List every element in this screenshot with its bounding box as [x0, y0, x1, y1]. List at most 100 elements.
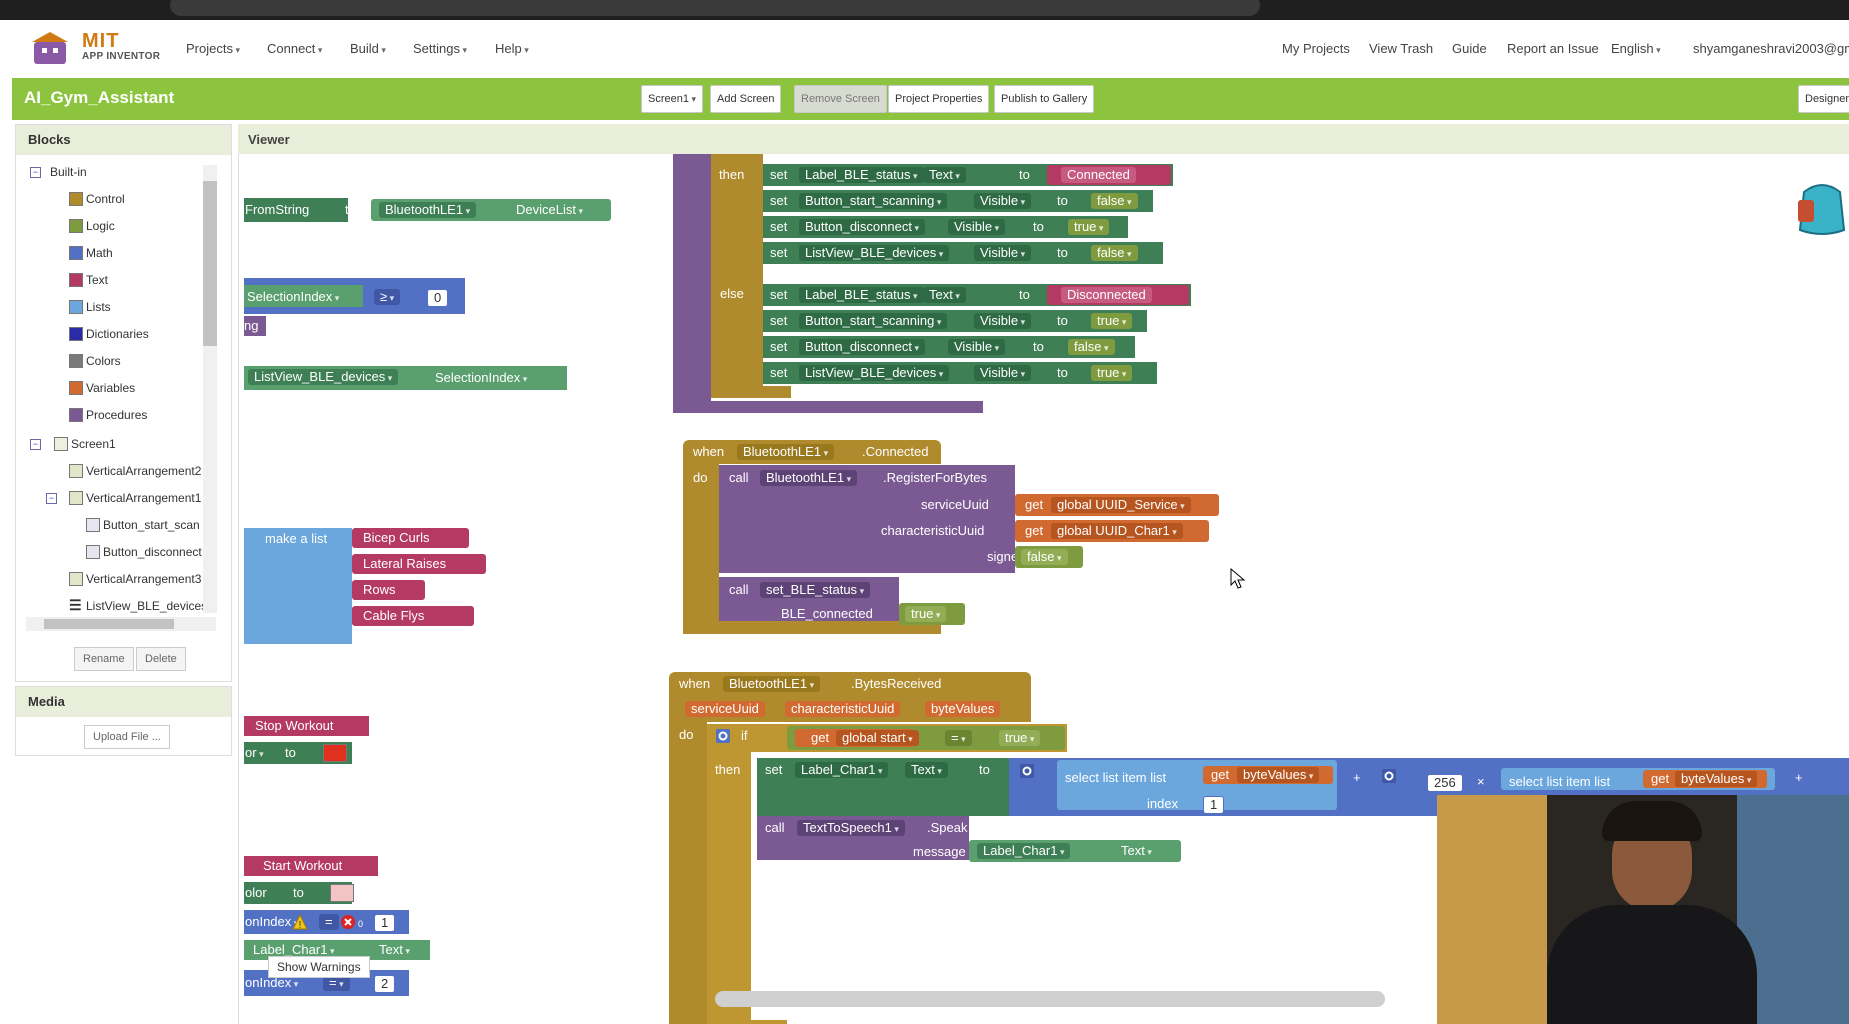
param-serviceuuid[interactable]: serviceUuid [685, 701, 765, 717]
category-colors[interactable]: Colors [86, 354, 121, 368]
rename-button[interactable]: Rename [74, 647, 134, 671]
chip-btn-scan[interactable]: Button_start_scanning [799, 193, 948, 209]
collapse-builtin-icon[interactable]: − [30, 167, 41, 178]
chip-bytevalues[interactable]: byteValues [1237, 767, 1320, 783]
equals-operator-2[interactable]: = [323, 975, 350, 991]
chip-proc-name[interactable]: set_BLE_status [760, 582, 871, 598]
logic-false[interactable]: false [1091, 193, 1138, 209]
compare-operator[interactable]: ≥ [374, 289, 401, 305]
menu-projects[interactable]: Projects [186, 20, 240, 78]
chip-visible[interactable]: Visible [948, 339, 1006, 355]
add-screen-button[interactable]: Add Screen [710, 85, 782, 113]
gear-icon[interactable] [1381, 768, 1397, 784]
tree-scroll-thumb[interactable] [203, 181, 217, 346]
event-connected-body[interactable] [683, 464, 719, 632]
equals-operator[interactable]: = [319, 914, 339, 930]
chip-listview[interactable]: ListView_BLE_devices [248, 369, 399, 385]
chip-ble-connected[interactable]: BluetoothLE1 [737, 444, 835, 460]
delete-button[interactable]: Delete [136, 647, 186, 671]
chip-bytevalues-2[interactable]: byteValues [1675, 771, 1758, 787]
partial-color-setter-2[interactable] [244, 882, 352, 904]
partial-block-fromstring[interactable] [244, 198, 348, 222]
chip-label-status[interactable]: Label_BLE_status [799, 167, 924, 183]
tree-hscroll-thumb[interactable] [44, 619, 174, 629]
partial-procedure-block[interactable] [244, 316, 266, 336]
chip-visible[interactable]: Visible [974, 193, 1032, 209]
show-warnings-button[interactable]: Show Warnings [268, 956, 370, 978]
text-item-4[interactable] [352, 606, 474, 626]
chip-text-prop[interactable]: Text [923, 287, 966, 303]
text-selectionindex2[interactable]: SelectionIndex [435, 370, 527, 385]
red-color-swatch[interactable] [323, 744, 347, 762]
chip-global-start[interactable]: global start [836, 730, 919, 746]
chip-ble-bytes[interactable]: BluetoothLE1 [723, 676, 821, 692]
publish-gallery-button[interactable]: Publish to Gallery [994, 85, 1095, 113]
blocks-workspace[interactable]: FromString to BluetoothLE1 DeviceList Se… [238, 154, 1849, 1024]
menu-settings[interactable]: Settings [413, 20, 467, 78]
make-a-list-block[interactable] [244, 528, 352, 644]
procedure-body-bottom[interactable] [673, 401, 983, 413]
tree-screen1[interactable]: Screen1 [71, 437, 116, 451]
collapse-screen1-icon[interactable]: − [30, 439, 41, 450]
category-dictionaries[interactable]: Dictionaries [86, 327, 149, 341]
chip-visible[interactable]: Visible [948, 219, 1006, 235]
link-view-trash[interactable]: View Trash [1369, 41, 1434, 56]
chip-text-prop[interactable]: Text [905, 762, 948, 778]
text-text-2[interactable]: Text [1121, 843, 1152, 858]
number-zero[interactable]: 0 [427, 289, 449, 307]
chip-text-prop[interactable]: Text [923, 167, 966, 183]
chip-uuid-service[interactable]: global UUID_Service [1051, 497, 1191, 513]
if-block-bottom[interactable] [707, 1020, 787, 1024]
event-bytes-body[interactable] [669, 722, 707, 1024]
logic-true[interactable]: true [1068, 219, 1110, 235]
workspace-horizontal-scrollbar[interactable] [715, 991, 1385, 1007]
chip-visible[interactable]: Visible [974, 245, 1032, 261]
language-select[interactable]: English [1611, 20, 1661, 78]
gear-icon[interactable] [1019, 763, 1035, 779]
start-workout-text-block[interactable] [244, 856, 378, 876]
tree-button-start-scan[interactable]: Button_start_scan [103, 518, 200, 532]
text-item-3[interactable] [352, 580, 425, 600]
category-variables[interactable]: Variables [86, 381, 136, 395]
menu-connect[interactable]: Connect [267, 20, 322, 78]
link-report-issue[interactable]: Report an Issue [1507, 41, 1599, 56]
app-inventor-logo-icon[interactable] [30, 28, 70, 68]
user-account[interactable]: shyamganeshravi2003@gma [1693, 41, 1849, 56]
event-connected-bottom[interactable] [683, 620, 941, 634]
logic-true-if[interactable]: true [999, 730, 1041, 746]
collapse-arrangement1-icon[interactable]: − [46, 493, 57, 504]
stop-workout-text-block[interactable] [244, 716, 369, 736]
chip-ble-register[interactable]: BluetoothLE1 [760, 470, 858, 486]
text-selectionindex[interactable]: SelectionIndex [247, 289, 339, 304]
chip-bluetoothle1[interactable]: BluetoothLE1 [379, 202, 477, 218]
chip-label-char-2[interactable]: Label_Char1 [977, 843, 1071, 859]
number-one[interactable]: 1 [374, 914, 396, 932]
text-item-1[interactable] [352, 528, 469, 548]
tree-listview-ble[interactable]: ListView_BLE_devices [86, 599, 208, 613]
tree-button-disconnect[interactable]: Button_disconnect [103, 545, 202, 559]
tree-builtin[interactable]: Built-in [50, 165, 87, 179]
if-else-block-bottom[interactable] [711, 386, 791, 398]
category-math[interactable]: Math [86, 246, 113, 260]
chip-btn-disc[interactable]: Button_disconnect [799, 219, 925, 235]
tree-vertical-arrangement2[interactable]: VerticalArrangement2 [86, 464, 202, 478]
category-logic[interactable]: Logic [86, 219, 115, 233]
error-icon[interactable] [340, 914, 356, 930]
chip-label-char[interactable]: Label_Char1 [795, 762, 889, 778]
tree-vertical-arrangement1[interactable]: VerticalArrangement1 [86, 491, 202, 505]
logic-false[interactable]: false [1068, 339, 1115, 355]
if-else-block[interactable] [711, 154, 763, 398]
number-index-one[interactable]: 1 [1203, 796, 1225, 814]
pink-color-swatch[interactable] [330, 884, 354, 902]
category-lists[interactable]: Lists [86, 300, 111, 314]
chip-label-status[interactable]: Label_BLE_status [799, 287, 924, 303]
address-bar[interactable] [170, 0, 1260, 16]
screen-select[interactable]: Screen1 [641, 85, 704, 113]
chip-listview[interactable]: ListView_BLE_devices [799, 245, 950, 261]
logic-true[interactable]: true [1091, 313, 1133, 329]
param-bytevalues[interactable]: byteValues [925, 701, 1001, 717]
gear-icon[interactable] [715, 728, 731, 744]
logic-false[interactable]: false [1091, 245, 1138, 261]
link-guide[interactable]: Guide [1452, 41, 1487, 56]
menu-help[interactable]: Help [495, 20, 529, 78]
